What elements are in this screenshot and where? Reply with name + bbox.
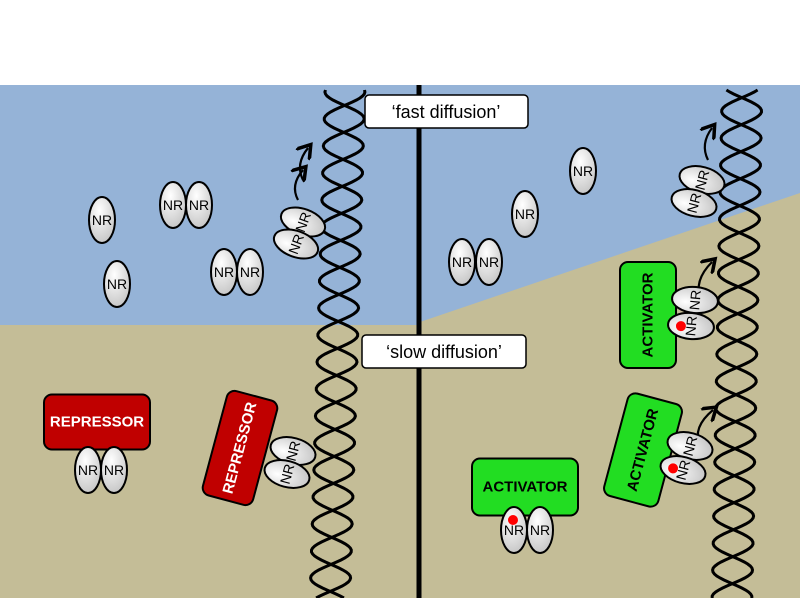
nr-label: NR	[214, 264, 234, 280]
nr-label: NR	[573, 163, 593, 179]
fast-diffusion-text: ‘fast diffusion’	[392, 102, 501, 122]
nr-label: NR	[78, 462, 98, 478]
nr-label: NR	[277, 462, 298, 486]
nr-label: NR	[163, 197, 183, 213]
activator-free-label: ACTIVATOR	[483, 479, 568, 496]
dna-strand	[711, 88, 764, 598]
nuclear-receptor: NR	[526, 506, 554, 554]
activator-free: ACTIVATOR	[471, 457, 579, 517]
nr-label: NR	[189, 197, 209, 213]
activator-bound-upper: ACTIVATOR	[619, 261, 677, 369]
nuclear-receptor: NR	[210, 248, 238, 296]
ligand-dot	[668, 463, 679, 474]
nuclear-receptor: NR	[263, 459, 311, 489]
nuclear-receptor: NR	[185, 181, 213, 229]
nuclear-receptor: NR	[103, 260, 131, 308]
nr-label: NR	[680, 434, 701, 458]
nuclear-receptor: NR	[659, 455, 707, 485]
repressor-free-label: REPRESSOR	[50, 414, 144, 431]
nr-label: NR	[104, 462, 124, 478]
nuclear-receptor: NR	[666, 431, 714, 461]
nuclear-receptor: NR	[448, 238, 476, 286]
nuclear-receptor: NR	[569, 147, 597, 195]
nuclear-receptor: NR	[159, 181, 187, 229]
nr-label: NR	[530, 522, 550, 538]
nuclear-receptor: NR	[475, 238, 503, 286]
nr-label: NR	[673, 458, 694, 482]
dna-strand	[710, 88, 763, 598]
transcription-arrow-icon	[295, 170, 303, 201]
nuclear-receptor: NR	[272, 228, 320, 260]
ligand-dot	[675, 321, 686, 332]
nr-label: NR	[240, 264, 260, 280]
nr-label: NR	[107, 276, 127, 292]
nr-label: NR	[692, 168, 713, 192]
nuclear-receptor: NR	[236, 248, 264, 296]
nr-label: NR	[285, 232, 307, 256]
dna-strand	[309, 89, 366, 598]
ligand-dot	[508, 515, 518, 525]
dna-helix-left	[309, 89, 367, 598]
nuclear-receptor: NR	[511, 190, 539, 238]
activator-bound-upper-label: ACTIVATOR	[640, 272, 657, 357]
nuclear-receptor: NR	[500, 506, 528, 554]
repressor-bound: REPRESSOR	[201, 389, 279, 507]
nuclear-receptor: NR	[88, 196, 116, 244]
activator-bound-lower: ACTIVATOR	[603, 392, 683, 508]
nr-label: NR	[452, 254, 472, 270]
fast-diffusion-label: ‘fast diffusion’	[364, 94, 529, 129]
dna-strand	[310, 89, 367, 598]
nr-label: NR	[515, 206, 535, 222]
nuclear-receptor: NR	[100, 446, 128, 494]
nuclear-receptor: NR	[667, 311, 715, 341]
nr-label: NR	[283, 439, 304, 463]
nr-label: NR	[682, 315, 700, 337]
nr-label: NR	[292, 210, 314, 234]
nuclear-receptor: NR	[74, 446, 102, 494]
repressor-free: REPRESSOR	[43, 393, 151, 451]
nr-label: NR	[686, 289, 704, 311]
transcription-arrow-icon	[705, 128, 712, 161]
nr-label: NR	[504, 522, 524, 538]
nr-label: NR	[684, 191, 705, 215]
nuclear-receptor: NR	[670, 188, 718, 218]
header-blank	[0, 0, 800, 85]
nr-label: NR	[479, 254, 499, 270]
slow-diffusion-label: ‘slow diffusion’	[361, 334, 527, 369]
nuclear-receptor: NR	[671, 285, 719, 315]
dna-helix-right	[710, 88, 764, 598]
slow-diffusion-text: ‘slow diffusion’	[386, 342, 502, 362]
nr-label: NR	[92, 212, 112, 228]
